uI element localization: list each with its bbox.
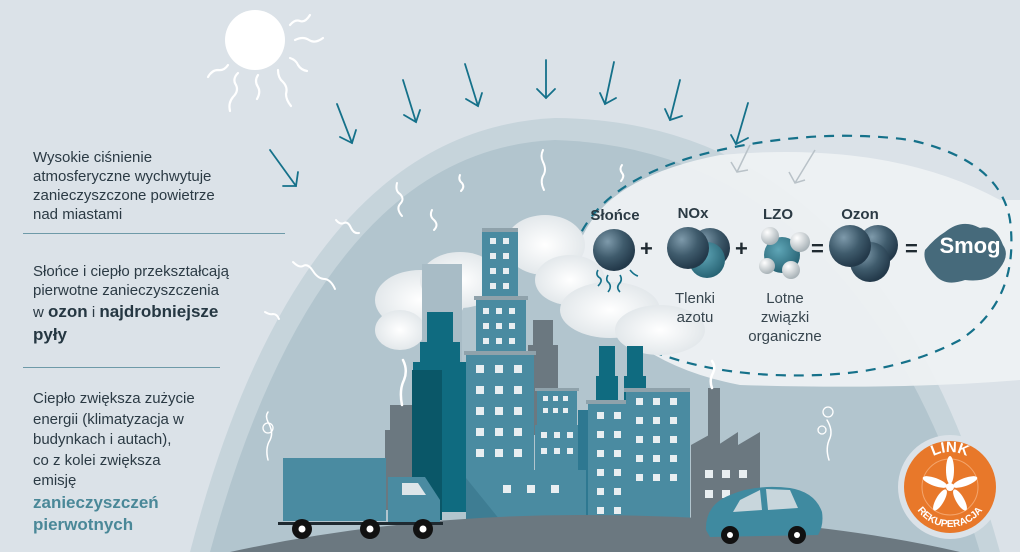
label-ozone: Ozon bbox=[841, 206, 879, 223]
smog-cloud-icon bbox=[924, 223, 1006, 283]
divider bbox=[23, 233, 285, 234]
truck-icon bbox=[278, 458, 443, 539]
plus-operator: + bbox=[640, 236, 653, 261]
lzo-description: Lotne związki organiczne bbox=[748, 290, 822, 345]
smog-label: Smog bbox=[939, 233, 1001, 258]
primary-pollutants-highlight: zanieczyszczeń bbox=[33, 492, 159, 512]
text-line: energii (klimatyzacja w bbox=[33, 410, 184, 428]
sun-molecule-icon bbox=[593, 229, 639, 293]
lzo-molecule-icon bbox=[759, 227, 810, 279]
equals-operator: = bbox=[905, 236, 918, 261]
text-line: zanieczyszczone powietrze bbox=[33, 187, 215, 204]
label-nox: NOx bbox=[677, 205, 709, 222]
info-block-high-pressure: Wysokie ciśnienie atmosferyczne wychwytu… bbox=[33, 148, 215, 224]
smoke-plumes bbox=[265, 358, 832, 461]
label-lzo: LZO bbox=[763, 206, 793, 223]
info-block-sun-heat: Słońce i ciepło przekształcają pierwotne… bbox=[33, 262, 229, 344]
smoke-curl-icons bbox=[262, 406, 834, 435]
faded-arrows bbox=[730, 144, 816, 184]
city-buildings bbox=[385, 228, 760, 525]
building-windows bbox=[476, 238, 747, 514]
fan-icon bbox=[922, 456, 978, 511]
text-line: pierwotne zanieczyszczenia bbox=[33, 282, 219, 299]
text-line: Wysokie ciśnienie bbox=[33, 149, 153, 166]
text-line: w ozon i najdrobniejsze bbox=[33, 302, 219, 321]
nox-description: Tlenki azotu bbox=[674, 290, 715, 326]
text-line: Słońce i ciepło przekształcają bbox=[33, 263, 229, 280]
info-block-energy-use: Ciepło zwiększa zużycie energii (klimaty… bbox=[33, 389, 195, 536]
text-line: emisję bbox=[33, 472, 77, 489]
primary-pollutants-highlight: pierwotnych bbox=[33, 514, 134, 534]
particles-highlight: najdrobniejsze bbox=[99, 302, 219, 321]
divider bbox=[23, 367, 220, 368]
ozon-highlight: ozon bbox=[48, 302, 88, 321]
text-line: Ciepło zwiększa zużycie bbox=[33, 390, 195, 407]
car-icon bbox=[705, 486, 823, 544]
nox-molecule-icon bbox=[667, 227, 730, 278]
text-line: nad miastami bbox=[33, 206, 123, 223]
text-line: budynkach i autach), bbox=[33, 431, 172, 448]
link-rekuperacja-badge: LINK REKUPERACJA bbox=[898, 435, 1002, 539]
heat-wave-lines bbox=[264, 149, 625, 320]
equals-operator: = bbox=[811, 236, 824, 261]
ozone-molecule-icon bbox=[829, 225, 898, 282]
plus-operator: + bbox=[735, 236, 748, 261]
text-line: atmosferyczne wychwytuje bbox=[33, 168, 212, 185]
label-sun: Słońce bbox=[590, 207, 640, 224]
sun-icon bbox=[206, 10, 325, 113]
pressure-arrows bbox=[269, 59, 749, 187]
dashed-boundary bbox=[568, 134, 1013, 377]
text-line: co z kolei zwiększa bbox=[33, 451, 161, 469]
text-line: pyły bbox=[33, 325, 68, 344]
